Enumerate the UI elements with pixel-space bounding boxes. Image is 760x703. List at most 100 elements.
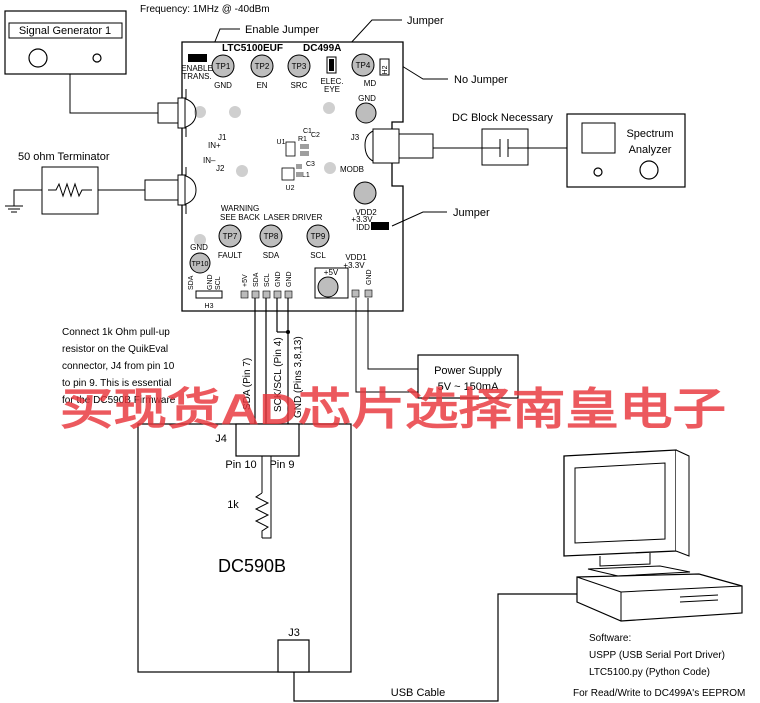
header-pin-gnd1	[273, 290, 282, 299]
vdd1-label-1: VDD1	[345, 253, 367, 262]
tp2-label: TP2	[255, 62, 270, 71]
h3-sda-label: SDA	[188, 275, 195, 290]
pin10-label: Pin 10	[225, 459, 256, 471]
u1-chip	[285, 141, 296, 157]
dc499a-board: LTC5100EUF DC499A ENABLE TRANS. TP1 GND …	[181, 41, 404, 312]
l1-label: L1	[302, 172, 310, 179]
ltc5100-component-cluster: U1 C1 C2 R1 U2 C3 L1	[277, 128, 321, 192]
h3-header	[195, 290, 223, 299]
tp2-function: EN	[256, 81, 267, 90]
vdd2-testpoint	[353, 181, 377, 205]
tp3-testpoint	[287, 54, 311, 78]
j2-connector	[144, 167, 197, 214]
u1-label: U1	[277, 139, 286, 146]
dc-block	[481, 128, 567, 166]
c2-label: C2	[311, 132, 320, 139]
software-line-3: LTC5100.py (Python Code)	[589, 667, 710, 678]
signal-generator-label: Signal Generator 1	[19, 25, 111, 37]
h2-label: H2	[382, 65, 389, 74]
sck-pin4-label: SCK/SCL (Pin 4)	[273, 337, 284, 412]
j3-label: J3	[351, 133, 360, 142]
dc590b-name: DC590B	[218, 556, 286, 576]
enable-jumper-label: Enable Jumper	[245, 24, 319, 36]
spectrum-label-1: Spectrum	[626, 128, 673, 140]
keyboard	[587, 565, 691, 577]
watermark-text: 买现货AD芯片选择南皇电子	[60, 385, 726, 434]
jumper-top-label: Jumper	[407, 15, 444, 27]
gnd-pin	[364, 289, 373, 298]
note-line-4: to pin 9. This is essential	[62, 378, 171, 389]
tp1-function: GND	[214, 81, 232, 90]
tp3-function: SRC	[291, 81, 308, 90]
mounting-hole	[229, 106, 241, 118]
header-pin-5v	[240, 290, 249, 299]
i2c-cable	[254, 298, 290, 424]
md-label: MD	[364, 79, 377, 88]
tp1-testpoint	[211, 54, 235, 78]
note-line-1: Connect 1k Ohm pull-up	[62, 327, 170, 338]
enable-trans-label-2: TRANS.	[182, 72, 211, 81]
usb-cable	[293, 593, 577, 702]
board-name-label: DC499A	[303, 43, 341, 54]
mounting-hole	[324, 162, 336, 174]
usb-cable-label: USB Cable	[391, 687, 445, 699]
terminator	[5, 166, 145, 215]
vdd1-pin	[351, 289, 360, 298]
pin-sda-label: SDA	[253, 272, 260, 287]
no-jumper-pointer	[401, 65, 448, 80]
header-pin-gnd2	[284, 290, 293, 299]
resistor-1k-label: 1k	[227, 499, 239, 511]
jumper-mid-pointer	[391, 211, 447, 227]
plus5v-label: +5V	[324, 268, 339, 277]
pullup-resistor	[254, 492, 270, 538]
header-pin-sda	[251, 290, 260, 299]
spectrum-screen	[581, 122, 616, 154]
h3-gnd-label: GND	[207, 274, 214, 290]
power-supply-rating: 5V ~ 150mA	[438, 381, 500, 393]
frequency-label: Frequency: 1MHz @ -40dBm	[140, 4, 270, 15]
tp4-testpoint	[351, 53, 375, 77]
board-part-label: LTC5100EUF	[222, 43, 283, 54]
dc-block-label: DC Block Necessary	[452, 112, 553, 124]
pin9-label: Pin 9	[269, 459, 294, 471]
tp7-function: FAULT	[218, 251, 242, 260]
spectrum-connector	[593, 167, 603, 177]
dc590b-board: J4 Pin 10 Pin 9 1k DC590B J3	[137, 423, 352, 673]
tp10-label: TP10	[192, 261, 209, 268]
mounting-hole	[323, 102, 335, 114]
pin-scl-label: SCL	[264, 273, 271, 287]
generator-output-connector	[92, 53, 102, 63]
dc590b-j3-label: J3	[288, 627, 300, 639]
note-line-3: connector, J4 from pin 10	[62, 361, 175, 372]
sda-pin7-label: SDA (Pin 7)	[242, 358, 253, 410]
tp2-testpoint	[250, 54, 274, 78]
j3-usb-connector	[277, 639, 310, 673]
note-line-2: resistor on the QuikEval	[62, 344, 168, 355]
mounting-hole	[194, 106, 206, 118]
in-minus-label: IN–	[203, 156, 216, 165]
u2-chip	[281, 167, 295, 181]
gnd-right-label: GND	[358, 94, 376, 103]
vdd2-label-2: +3.3V	[351, 215, 373, 224]
generator-knob	[28, 48, 48, 68]
c1-label: C1	[303, 128, 312, 135]
software-line-2: USPP (USB Serial Port Driver)	[589, 650, 725, 661]
header-pin-scl	[262, 290, 271, 299]
see-back-label: SEE BACK	[220, 213, 261, 222]
computer-case	[576, 573, 743, 622]
h3-label: H3	[205, 303, 214, 310]
note-line-5: for the DC590B Firmware	[62, 395, 176, 406]
j1-connector	[150, 89, 197, 137]
tp3-label: TP3	[292, 62, 307, 71]
modb-label: MODB	[340, 165, 364, 174]
generator-cable	[69, 74, 178, 114]
tp8-label: TP8	[264, 232, 279, 241]
idd-label: IDD	[356, 223, 370, 232]
idd-jumper	[371, 222, 389, 230]
terminator-label: 50 ohm Terminator	[18, 151, 110, 163]
terminator-resistor	[48, 182, 92, 198]
h2-jumper-header	[379, 58, 390, 76]
tp8-testpoint	[259, 224, 283, 248]
tp10-testpoint	[189, 252, 211, 274]
spectrum-knob	[639, 160, 659, 180]
